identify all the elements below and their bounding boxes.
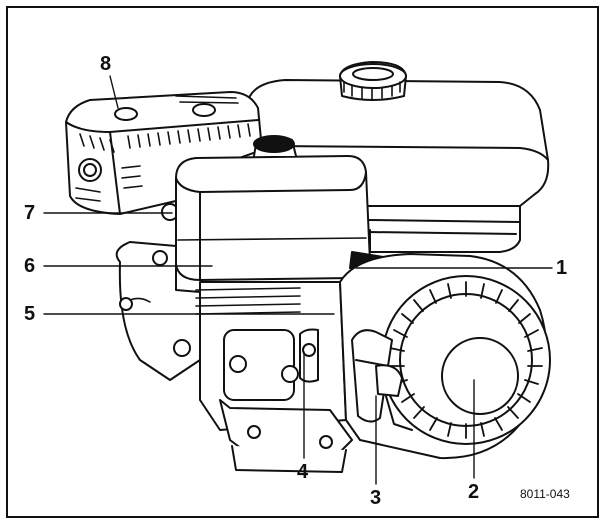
- callout-3: 3: [370, 487, 382, 509]
- recoil-starter: [339, 253, 551, 460]
- callout-8: 8: [100, 53, 112, 75]
- callout-7: 7: [24, 202, 36, 224]
- diagram-frame: [6, 6, 599, 518]
- air-cleaner: [175, 135, 371, 281]
- callout-1: 1: [556, 257, 568, 279]
- callout-5: 5: [24, 303, 36, 325]
- engine-block: [115, 241, 391, 473]
- leader-line-8: [109, 75, 119, 109]
- callout-4: 4: [297, 461, 309, 483]
- starter-vents: [389, 281, 543, 439]
- callout-2: 2: [468, 481, 480, 503]
- muffler: [65, 91, 263, 221]
- callout-6: 6: [24, 255, 36, 277]
- figure-code: 8011-043: [520, 487, 570, 501]
- leader-lines: [43, 75, 553, 485]
